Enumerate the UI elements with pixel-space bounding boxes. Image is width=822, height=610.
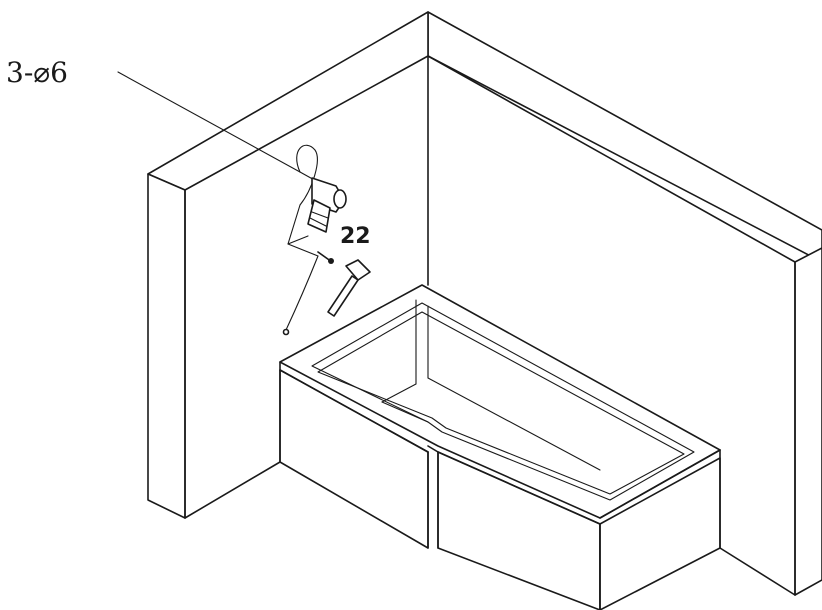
bathtub — [279, 284, 721, 610]
drill-icon — [282, 144, 347, 336]
hole-size-callout: 3-⌀6 — [6, 56, 68, 89]
left-wall — [147, 11, 429, 519]
part-number-label: 22 — [340, 224, 371, 249]
screw-icon — [317, 251, 334, 264]
right-wall — [427, 11, 822, 596]
callout-leader — [117, 71, 301, 173]
hammer-icon — [327, 259, 371, 317]
